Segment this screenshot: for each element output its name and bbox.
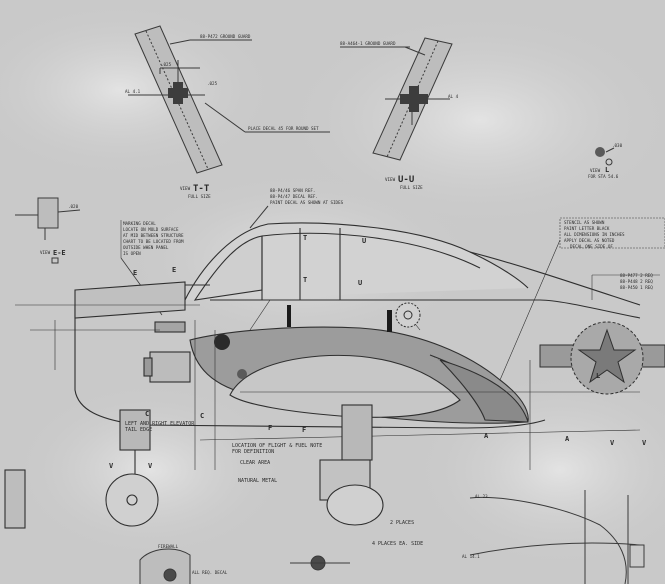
tire-note: LEFT AND RIGHT ELEVATOR — [125, 421, 195, 427]
view-l-detail: .030 VIEW L FOR STA 54.6 — [588, 143, 623, 179]
svg-text:.030: .030 — [612, 143, 623, 148]
svg-text:FULL SIZE: FULL SIZE — [188, 194, 211, 199]
dimension-note: 4 PLACES EA. SIDE — [372, 541, 423, 547]
view-ee-detail: .020 VIEW E-E — [15, 197, 81, 264]
svg-text:PAINT LETTER BLACK: PAINT LETTER BLACK — [564, 226, 610, 231]
svg-text:VIEW: VIEW — [590, 168, 601, 173]
section-mark-e: E — [133, 269, 137, 277]
svg-text:OUTSIDE WHEN PANEL: OUTSIDE WHEN PANEL — [123, 245, 169, 250]
svg-text:VIEW: VIEW — [385, 177, 396, 182]
section-mark-c2: C — [200, 412, 204, 420]
svg-text:L: L — [605, 166, 609, 174]
svg-text:AL 23: AL 23 — [475, 494, 488, 499]
tire-note-2: TAIL EDGE — [125, 427, 152, 433]
top-center-callout: 88-P4/46 SPAN REF. 88-P4/47 DECAL REF. P… — [249, 188, 344, 229]
svg-text:AT MID BETWEEN STRUCTURE: AT MID BETWEEN STRUCTURE — [123, 233, 184, 238]
svg-text:ALL DIMENSIONS IN INCHES: ALL DIMENSIONS IN INCHES — [564, 232, 625, 237]
svg-text:AL 14.1: AL 14.1 — [462, 554, 480, 559]
section-mark-f: F — [268, 424, 272, 432]
section-mark-e2: E — [172, 266, 176, 274]
svg-text:AL 4.1: AL 4.1 — [125, 89, 141, 94]
svg-text:88-P4/46 SPAN REF.: 88-P4/46 SPAN REF. — [270, 188, 315, 193]
svg-text:ALL REQ. DECAL: ALL REQ. DECAL — [192, 570, 228, 575]
main-landing-gear — [4, 404, 384, 529]
svg-text:88-P448 2 REQ: 88-P448 2 REQ — [620, 279, 653, 284]
firewall-detail: FIREWALL ALL REQ. DECAL — [139, 544, 350, 584]
view-tt-label: VIEW T-T FULL SIZE — [180, 184, 211, 199]
svg-text:FOR STA 54.6: FOR STA 54.6 — [588, 174, 619, 179]
svg-text:VIEW: VIEW — [180, 186, 191, 191]
clear-area-note: CLEAR AREA — [240, 460, 270, 466]
svg-text:88-P450 1 REQ: 88-P450 1 REQ — [620, 285, 653, 290]
svg-text:E-E: E-E — [53, 249, 66, 257]
fuselage-side-view — [15, 222, 641, 470]
svg-text:STENCIL AS SHOWN: STENCIL AS SHOWN — [564, 220, 605, 225]
section-mark-u2: U — [358, 279, 362, 287]
view-uu-section — [340, 37, 453, 161]
cockpit-location-note: LOCATION OF FLIGHT & FUEL NOTE — [232, 443, 322, 449]
svg-text:.025: .025 — [207, 81, 218, 86]
section-mark-t2: T — [303, 276, 307, 284]
right-notes-block: STENCIL AS SHOWN PAINT LETTER BLACK ALL … — [559, 217, 665, 300]
propeller-hub — [539, 321, 665, 395]
view-tt-section — [128, 25, 330, 174]
view-uu-label: VIEW U-U FULL SIZE — [385, 175, 423, 190]
section-mark-a2: A — [565, 435, 570, 443]
svg-text:CHART TO BE LOCATED FROM: CHART TO BE LOCATED FROM — [123, 239, 184, 244]
svg-text:LOCATE ON MOLD SURFACE: LOCATE ON MOLD SURFACE — [123, 227, 179, 232]
natural-metal-note: NATURAL METAL — [238, 478, 277, 484]
svg-text:FULL SIZE: FULL SIZE — [400, 185, 423, 190]
svg-text:88-P472 GROUND GUARD: 88-P472 GROUND GUARD — [200, 34, 251, 39]
svg-text:U-U: U-U — [398, 175, 414, 185]
section-mark-v3: V — [610, 439, 615, 447]
section-mark-a: A — [484, 432, 489, 440]
svg-text:AL 4: AL 4 — [448, 94, 459, 99]
cockpit-location-note-2: FOR DEFINITION — [232, 449, 274, 455]
svg-text:.025: .025 — [161, 62, 172, 67]
section-mark-v: V — [109, 462, 114, 470]
svg-text:FIREWALL: FIREWALL — [158, 544, 179, 549]
access-panel — [395, 302, 421, 328]
svg-text:DECAL ONE SIDE OF: DECAL ONE SIDE OF — [570, 244, 613, 249]
svg-text:VIEW: VIEW — [40, 250, 51, 255]
svg-text:PAINT DECAL AS SHOWN AT SIDES: PAINT DECAL AS SHOWN AT SIDES — [270, 200, 344, 205]
section-mark-t: T — [303, 234, 307, 242]
section-mark-l: L — [596, 372, 600, 380]
places-note: 2 PLACES — [390, 520, 414, 526]
section-mark-v4: V — [642, 439, 647, 447]
svg-text:MARKING DECAL: MARKING DECAL — [123, 221, 156, 226]
bottom-right-frames: AL 23 AL 14.1 — [462, 490, 645, 584]
svg-text:APPLY DECAL AS NOTED: APPLY DECAL AS NOTED — [564, 238, 615, 243]
svg-text:IS OPEN: IS OPEN — [123, 251, 141, 256]
section-mark-u: U — [362, 237, 366, 245]
section-mark-f2: F — [302, 426, 306, 434]
svg-text:.020: .020 — [68, 204, 79, 209]
section-mark-c: C — [145, 410, 149, 418]
svg-text:88-P4/47 DECAL REF.: 88-P4/47 DECAL REF. — [270, 194, 318, 199]
svg-text:PLACE DECAL 45 FOR ROUND SET: PLACE DECAL 45 FOR ROUND SET — [248, 126, 319, 131]
section-mark-v2: V — [148, 462, 153, 470]
svg-text:88-P477 2 REQ: 88-P477 2 REQ — [620, 273, 653, 278]
svg-text:T-T: T-T — [193, 184, 210, 194]
svg-text:88-A464-1 GROUND GUARD: 88-A464-1 GROUND GUARD — [340, 41, 396, 46]
